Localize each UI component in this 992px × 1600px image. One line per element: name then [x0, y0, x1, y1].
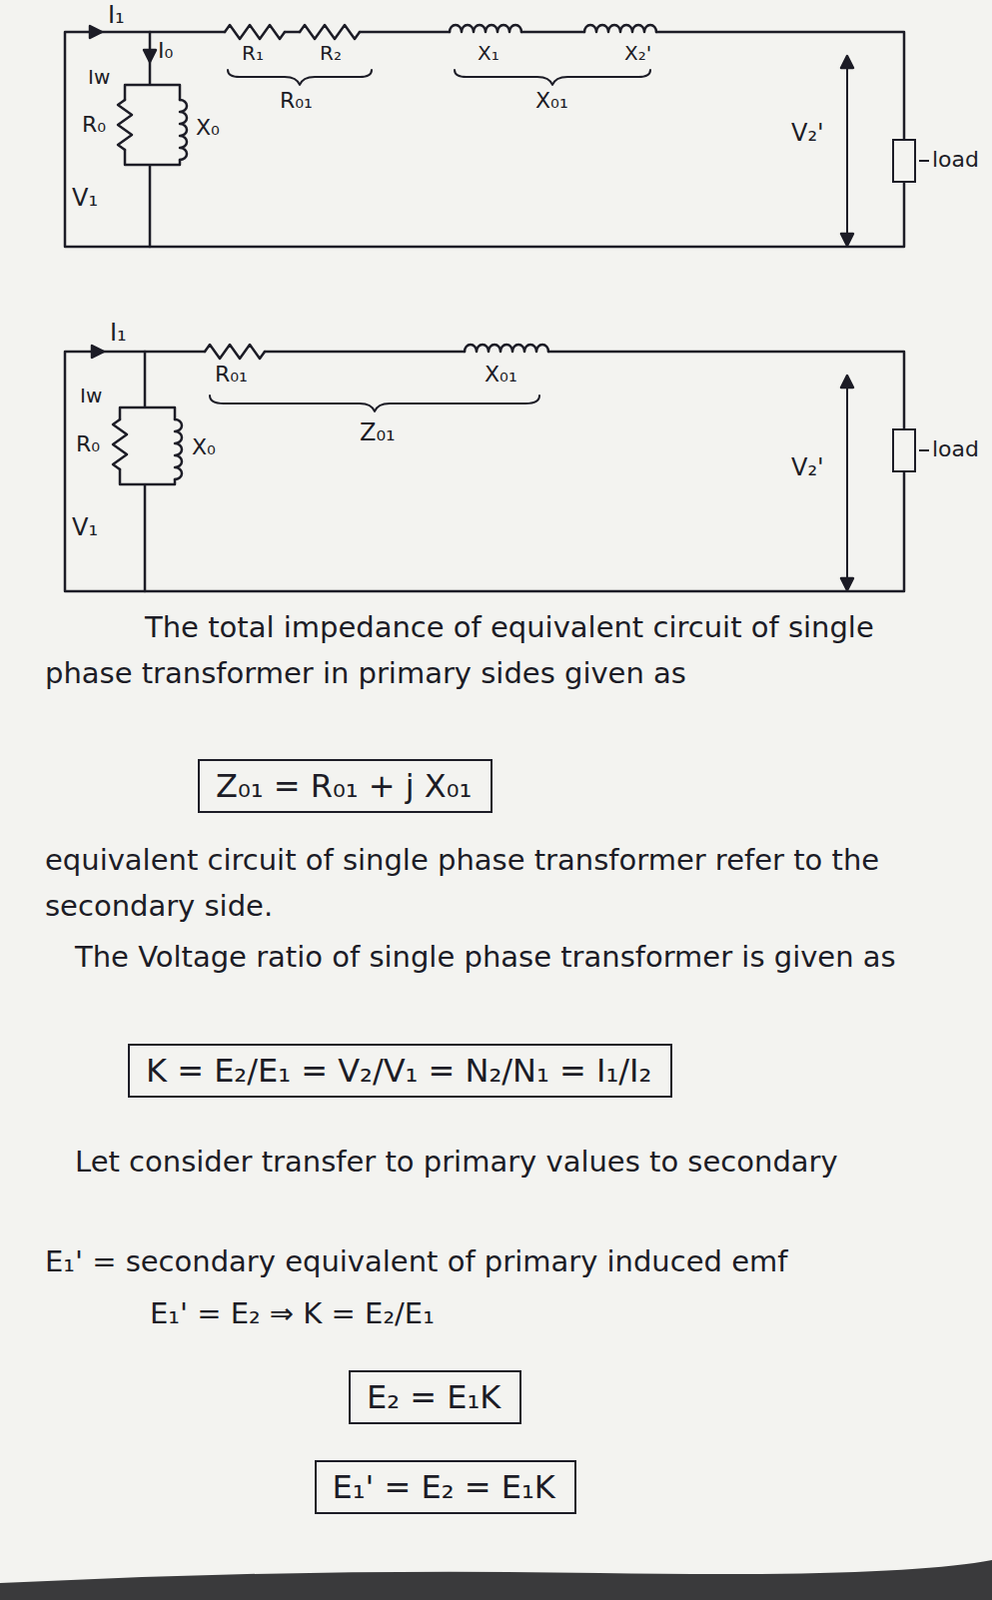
inductor-symbol — [449, 24, 522, 32]
page-edge-shadow — [0, 1560, 992, 1600]
voltage-label: V₂' — [791, 454, 825, 483]
inductor-symbol — [584, 24, 657, 32]
note-text: E₁' = secondary equivalent of primary in… — [44, 1238, 965, 1285]
inductor-symbol — [179, 99, 187, 160]
component-label: X₀₁ — [484, 361, 518, 387]
component-label: X₀ — [191, 434, 216, 460]
equation-text: K = E₂/E₁ = V₂/V₁ = N₂/N₁ = I₁/I₂ — [145, 1051, 652, 1090]
note-text: Let consider transfer to primary values … — [44, 1138, 965, 1185]
note-text: equivalent circuit of single phase trans… — [44, 837, 965, 930]
resistor-symbol — [299, 24, 360, 39]
resistor-symbol — [204, 344, 265, 359]
voltage-arrow — [841, 375, 854, 388]
component-label: X₁ — [477, 41, 500, 65]
equation-text: E₁' = E₂ = E₁K — [332, 1468, 556, 1507]
voltage-arrow — [841, 233, 854, 246]
note-text: The Voltage ratio of single phase transf… — [44, 934, 965, 981]
voltage-label: V₁ — [71, 184, 98, 213]
brace — [227, 69, 372, 85]
component-label: Z₀₁ — [359, 419, 396, 448]
inductor-symbol — [174, 419, 182, 480]
wire — [64, 31, 905, 247]
resistor-symbol — [117, 99, 132, 150]
component-label: R₀₁ — [279, 87, 313, 113]
current-arrow — [143, 49, 156, 62]
voltage-label: V₂' — [791, 119, 825, 148]
component-label: R₀ — [81, 111, 106, 137]
note-text: E₁' = E₂ ⇒ K = E₂/E₁ — [149, 1290, 850, 1337]
current-label: I₁ — [107, 1, 125, 30]
inductor-symbol — [464, 344, 549, 352]
voltage-arrow — [846, 377, 849, 589]
component-label: X₀₁ — [535, 87, 569, 113]
brace — [209, 395, 540, 412]
equation-box: K = E₂/E₁ = V₂/V₁ = N₂/N₁ = I₁/I₂ — [127, 1043, 673, 1098]
equation-text: E₂ = E₁K — [366, 1378, 501, 1417]
equation-box: E₂ = E₁K — [348, 1370, 522, 1425]
current-arrow — [89, 25, 102, 38]
component-label: R₁ — [241, 41, 264, 65]
current-label: I₀ — [157, 37, 173, 63]
resistor-symbol — [112, 419, 127, 470]
current-label: I₁ — [109, 319, 127, 348]
component-label: X₂' — [624, 41, 652, 65]
component-label: R₀₁ — [214, 361, 248, 387]
voltage-arrow — [846, 57, 849, 244]
wire — [124, 31, 180, 247]
component-label: R₀ — [75, 431, 100, 457]
note-text: The total impedance of equivalent circui… — [44, 604, 965, 697]
equation-text: Z₀₁ = R₀₁ + j X₀₁ — [215, 767, 472, 806]
load-symbol — [892, 428, 917, 473]
load-label: load — [932, 146, 980, 172]
component-label: R₂ — [319, 41, 342, 65]
equation-box: Z₀₁ = R₀₁ + j X₀₁ — [197, 759, 493, 814]
equation-box: E₁' = E₂ = E₁K — [314, 1460, 577, 1515]
wire — [64, 351, 905, 592]
current-label: Iw — [79, 384, 102, 408]
voltage-label: V₁ — [71, 514, 98, 543]
load-symbol — [892, 138, 917, 183]
leader-line — [919, 159, 930, 162]
resistor-symbol — [224, 24, 285, 39]
current-label: Iw — [87, 65, 110, 89]
component-label: X₀ — [195, 114, 220, 140]
voltage-arrow — [841, 578, 854, 591]
wire — [119, 351, 175, 592]
load-box: load — [892, 138, 983, 184]
brace — [454, 69, 651, 85]
load-box: load — [892, 428, 983, 474]
current-arrow — [91, 345, 104, 358]
leader-line — [919, 449, 930, 452]
voltage-arrow — [841, 55, 854, 68]
load-label: load — [932, 436, 980, 462]
